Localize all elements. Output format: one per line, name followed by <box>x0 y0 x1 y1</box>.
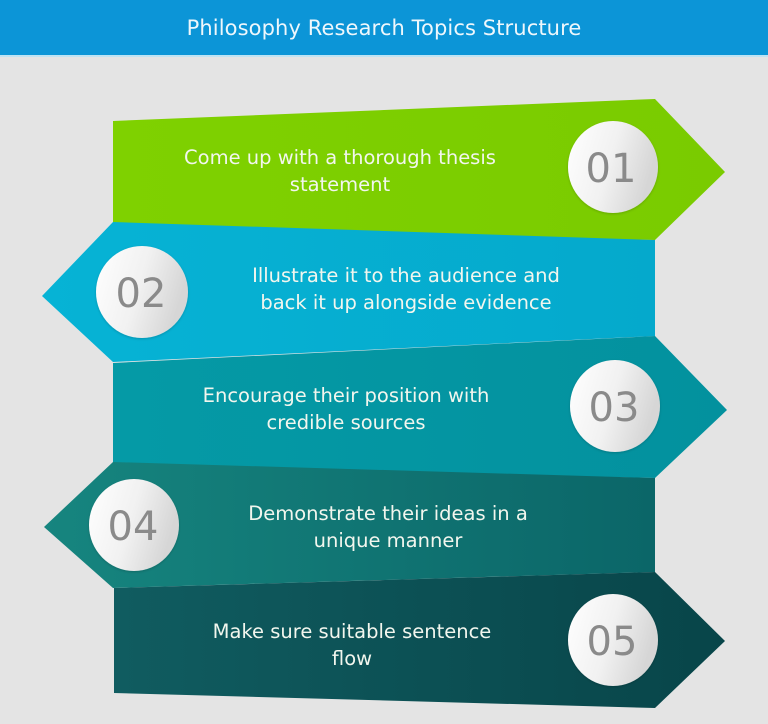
step-text-line: statement <box>289 173 391 196</box>
step-text-4: Demonstrate their ideas in a unique mann… <box>178 496 598 558</box>
step-band-4 <box>44 462 655 588</box>
step-text-line: Make sure suitable sentence <box>212 620 492 643</box>
number-badge-1: 01 <box>568 121 658 213</box>
step-text-3: Encourage their position with credible s… <box>136 378 556 440</box>
step-text-2: Illustrate it to the audience and back i… <box>196 258 616 320</box>
step-band-3 <box>113 336 727 478</box>
number-badge-4: 04 <box>89 479 179 571</box>
arrow-left-shape <box>44 462 655 588</box>
number-badge-5: 05 <box>568 594 658 686</box>
arrow-right-shape <box>114 572 725 708</box>
step-text-1: Come up with a thorough thesis statement <box>130 140 550 202</box>
step-text-line: credible sources <box>266 411 426 434</box>
step-band-1 <box>113 99 725 240</box>
step-text-line: back it up alongside evidence <box>260 291 552 314</box>
step-number: 02 <box>116 271 167 317</box>
arrow-right-shape <box>113 336 727 478</box>
step-number: 01 <box>586 146 637 192</box>
step-number: 03 <box>589 385 640 431</box>
step-text-line: unique manner <box>313 529 463 552</box>
number-badge-2: 02 <box>96 246 188 338</box>
step-text-line: Encourage their position with <box>202 384 490 407</box>
step-number: 05 <box>587 619 638 665</box>
arrow-left-shape <box>42 222 655 362</box>
header-bar: Philosophy Research Topics Structure <box>0 0 768 57</box>
step-number: 04 <box>108 504 159 550</box>
step-text-5: Make sure suitable sentence flow <box>142 614 562 676</box>
step-band-2 <box>42 222 655 362</box>
step-text-line: flow <box>331 647 373 670</box>
step-text-line: Demonstrate their ideas in a <box>248 502 528 525</box>
step-band-5 <box>114 572 725 708</box>
step-text-line: Illustrate it to the audience and <box>252 264 560 287</box>
step-text-line: Come up with a thorough thesis <box>184 146 496 169</box>
page-title: Philosophy Research Topics Structure <box>186 15 582 40</box>
number-badge-3: 03 <box>570 360 660 452</box>
arrow-right-shape <box>113 99 725 240</box>
